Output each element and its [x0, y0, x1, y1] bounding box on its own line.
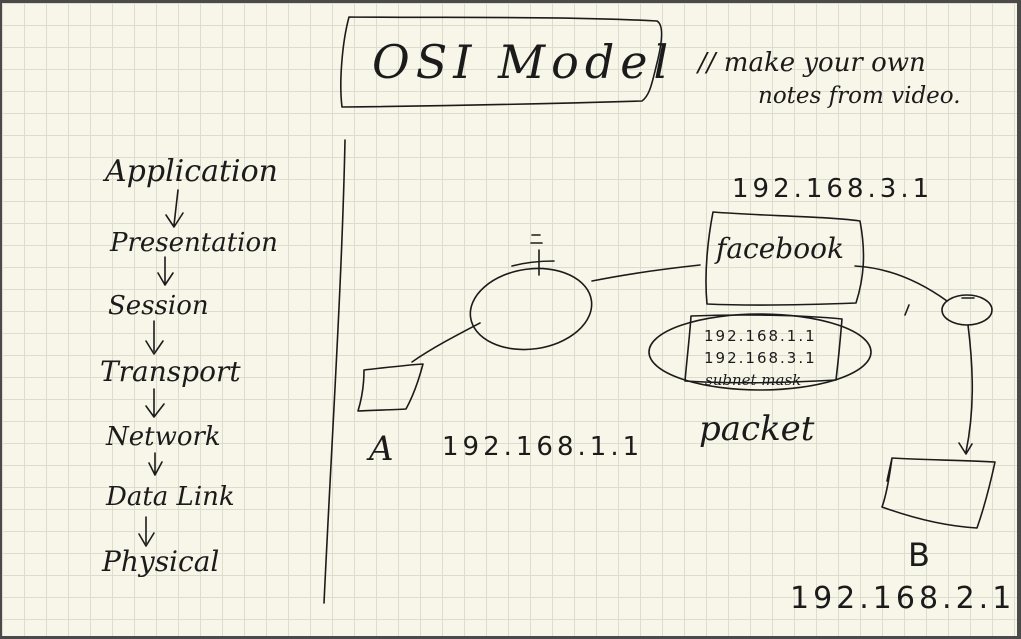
title-text: OSI Model: [372, 35, 674, 89]
arrow-down-icon: [145, 320, 164, 355]
arrow-down-icon: [138, 516, 155, 547]
layer-transport: Transport: [100, 355, 241, 388]
link-router-server: [591, 264, 701, 282]
arrow-down-icon: [157, 256, 174, 286]
router-1: [469, 267, 593, 351]
comment-line-1: // make your own: [695, 48, 926, 78]
host-b-ip: 192.168.2.1: [790, 581, 1015, 616]
link-router2-b: [958, 324, 974, 455]
server-label: facebook: [714, 232, 844, 265]
comment-line-2: notes from video.: [758, 83, 961, 109]
host-a-label: A: [366, 429, 394, 469]
osi-layer-list: Application Presentation Session Transpo…: [100, 154, 278, 578]
packet-line-3: subnet mask: [705, 371, 801, 389]
divider-line: [323, 139, 346, 604]
packet-box: [684, 314, 843, 384]
host-a-computer: [357, 363, 424, 412]
layer-data-link: Data Link: [105, 482, 235, 512]
host-a-ip: 192.168.1.1: [442, 432, 643, 462]
layer-application: Application: [102, 154, 278, 189]
arrow-down-icon: [145, 388, 165, 418]
router-2: [941, 294, 993, 326]
layer-network: Network: [105, 422, 221, 452]
server-ip: 192.168.3.1: [732, 174, 933, 204]
layer-physical: Physical: [101, 545, 219, 578]
layer-session: Session: [108, 291, 209, 321]
arrow-down-icon: [148, 452, 163, 476]
handwritten-notes: OSI Model // make your own notes from vi…: [100, 16, 1015, 616]
link-server-router2: [854, 265, 948, 302]
link-a-router: [411, 322, 481, 363]
packet-outline: [648, 313, 872, 391]
layer-presentation: Presentation: [109, 228, 278, 258]
note-canvas[interactable]: OSI Model // make your own notes from vi…: [2, 3, 1017, 636]
packet-label: packet: [699, 409, 815, 449]
antenna-icon: [511, 234, 555, 276]
signal-mark: [904, 304, 910, 316]
packet-line-1: 192.168.1.1: [704, 327, 817, 345]
packet-line-2: 192.168.3.1: [704, 349, 817, 367]
host-b-computer: [881, 457, 996, 529]
arrow-down-icon: [165, 189, 184, 228]
server-box: [705, 211, 865, 306]
host-b-label: B: [908, 536, 930, 574]
title-box: [340, 16, 663, 108]
